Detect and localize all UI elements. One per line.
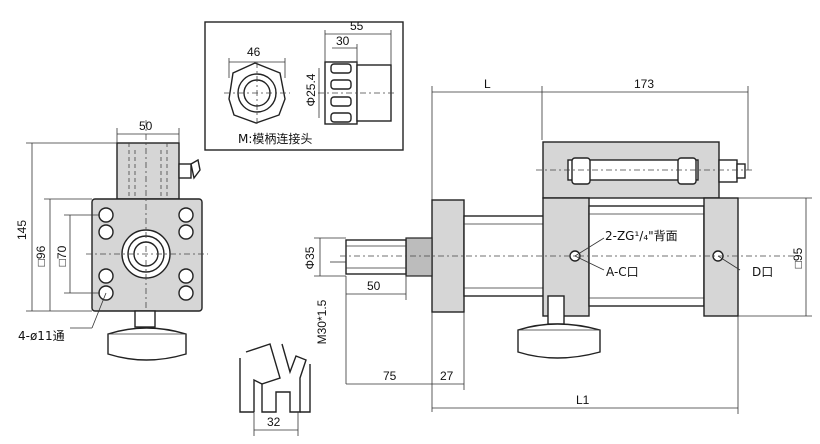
side-dim-outer: □96 <box>34 245 48 266</box>
threaded-rod <box>345 239 407 275</box>
side-gauge <box>107 327 187 361</box>
wrench-dim-opening: 32 <box>267 415 281 429</box>
rod-nut <box>405 237 433 277</box>
main-dim-75: 75 <box>383 369 397 383</box>
inset-frame <box>204 21 404 151</box>
side-dim-height: 145 <box>15 220 29 240</box>
side-hole-tr <box>178 207 194 223</box>
wrench-view: 32 <box>239 343 311 436</box>
dim-inner-label: 30 <box>336 34 350 48</box>
side-hole-label: 4-ø11通 <box>18 329 65 343</box>
side-hole-br <box>178 285 194 301</box>
main-dim-thread: M30*1.5 <box>315 299 329 344</box>
main-dim-L1: L1 <box>576 393 590 407</box>
rear-cap <box>703 197 739 317</box>
main-dim-173: 173 <box>634 77 654 91</box>
port-ac-label: A-C口 <box>606 265 639 279</box>
main-dim-27: 27 <box>440 369 454 383</box>
side-dim-inner: □70 <box>55 245 69 266</box>
main-gauge <box>517 323 601 359</box>
main-dim-L: L <box>484 77 491 91</box>
port-label: 2-ZG¹/₄"背面 <box>605 229 678 243</box>
side-top-lug <box>116 142 180 200</box>
wrench-outline <box>245 343 307 413</box>
dim-dia-label: Φ25.4 <box>304 73 318 106</box>
main-dim-95: □95 <box>791 247 805 268</box>
side-view: 50 145 □96 □70 <box>15 119 208 361</box>
main-view: L 173 <box>303 77 812 414</box>
inset-connector-view: 46 55 30 Φ25.4 M:模柄连接头 <box>204 19 404 151</box>
port-d-label: D口 <box>752 265 773 279</box>
dim-total-label: 55 <box>350 19 364 33</box>
main-dim-rod-dia: Φ35 <box>303 246 317 269</box>
main-dim-thread-len: 50 <box>367 279 381 293</box>
dim-hex-label: 46 <box>247 45 261 59</box>
inset-caption: M:模柄连接头 <box>238 131 312 146</box>
side-hole-tl <box>98 207 114 223</box>
